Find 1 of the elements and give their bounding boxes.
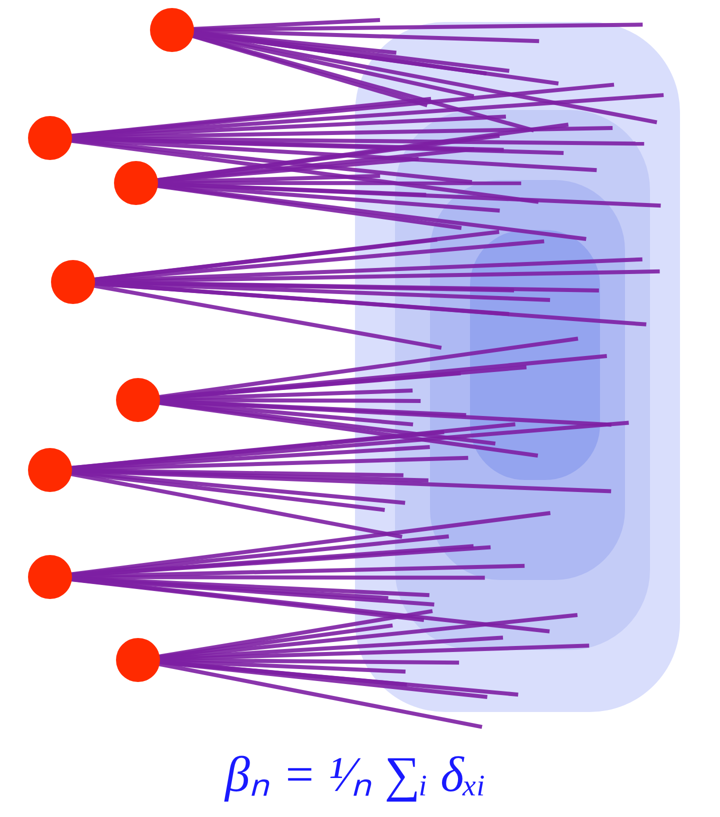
formula: βₙ = ¹⁄ₙ ∑ᵢ δₓᵢ [225, 745, 487, 804]
